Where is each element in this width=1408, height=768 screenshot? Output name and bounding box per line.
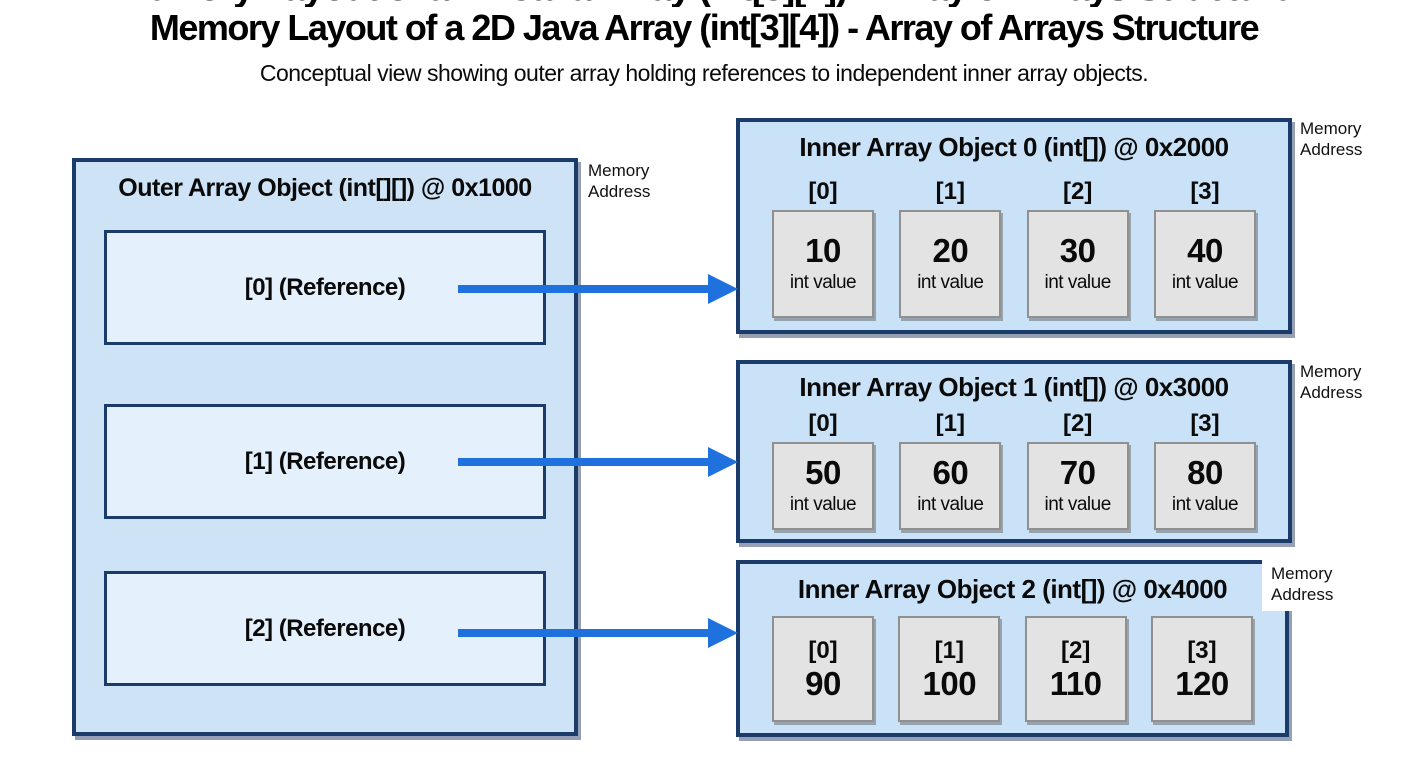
int-cell: [0] 90 [772, 616, 874, 722]
cell-row: 10 int value 20 int value 30 int value 4… [772, 210, 1256, 318]
index-label: [1] [935, 178, 965, 205]
cell-value: 60 [932, 454, 969, 492]
arrow-line [458, 629, 710, 637]
cell-caption: int value [1044, 271, 1112, 293]
cell-value: 40 [1187, 232, 1223, 270]
reference-slot-1: [1] (Reference) [104, 404, 546, 519]
cell-index-label: [1] [934, 636, 964, 664]
arrow-head-icon [708, 618, 738, 648]
cell-value: 110 [1049, 664, 1102, 702]
inner-array-title-2: Inner Array Object 2 (int[]) @ 0x4000 [797, 574, 1228, 604]
memory-address-label-inner-1: Memory Address [1300, 362, 1363, 403]
cell-row: 50 int value 60 int value 70 int value 8… [772, 442, 1256, 530]
int-cell: 80 int value [1153, 442, 1256, 530]
arrow-line [458, 285, 710, 293]
index-label: [3] [1190, 178, 1220, 205]
int-cell: 40 int value [1153, 210, 1256, 318]
cell-value: 50 [805, 454, 841, 492]
index-label: [2] [1062, 178, 1093, 205]
cell-caption: int value [789, 493, 857, 515]
memory-address-label-inner-2: Memory Address [1262, 560, 1366, 612]
inner-array-box-0: Inner Array Object 0 (int[]) @ 0x2000 [0… [736, 118, 1292, 334]
cell-row: [0] 90 [1] 100 [2] 110 [3] 120 [772, 616, 1253, 722]
arrow-head-icon [708, 447, 738, 477]
index-label: [0] [808, 178, 838, 205]
index-label: [3] [1190, 410, 1220, 437]
arrow-line [458, 458, 710, 466]
index-label: [2] [1062, 410, 1093, 437]
index-label: [0] [808, 410, 838, 437]
inner-array-title-0: Inner Array Object 0 (int[]) @ 0x2000 [799, 132, 1229, 162]
cell-value: 20 [932, 232, 969, 270]
page-subtitle: Conceptual view showing outer array hold… [259, 60, 1149, 86]
index-label: [1] [935, 410, 965, 437]
cell-value: 30 [1059, 232, 1096, 270]
memory-address-label-inner-0: Memory Address [1300, 119, 1363, 160]
inner-array-box-2: Inner Array Object 2 (int[]) @ 0x4000 [0… [736, 560, 1289, 737]
int-cell: 70 int value [1026, 442, 1129, 530]
int-cell: [3] 120 [1150, 616, 1253, 722]
cell-value: 90 [805, 664, 841, 702]
cell-index-label: [0] [808, 636, 838, 664]
memory-address-label-outer: Memory Address [588, 161, 651, 202]
int-cell: 60 int value [899, 442, 1002, 530]
reference-arrow-1 [458, 447, 738, 477]
cell-caption: int value [917, 271, 984, 293]
page-title: Memory Layout of a 2D Java Array (int[3]… [149, 7, 1260, 48]
reference-arrow-0 [458, 274, 738, 304]
arrow-head-icon [708, 274, 738, 304]
cell-caption: int value [789, 271, 857, 293]
cell-caption: int value [1044, 493, 1112, 515]
cell-value: 100 [922, 664, 977, 702]
int-cell: [1] 100 [898, 616, 1001, 722]
cell-caption: int value [917, 493, 984, 515]
cell-value: 80 [1187, 454, 1223, 492]
cell-value: 10 [805, 232, 841, 270]
index-row: [0] [1] [2] [3] [772, 178, 1256, 206]
cell-value: 70 [1059, 454, 1096, 492]
cell-index-label: [3] [1187, 636, 1217, 664]
outer-array-box: Outer Array Object (int[][]) @ 0x1000 [0… [72, 158, 578, 736]
reference-slot-2: [2] (Reference) [104, 571, 546, 686]
reference-arrow-2 [458, 618, 738, 648]
cell-caption: int value [1171, 271, 1239, 293]
index-row: [0] [1] [2] [3] [772, 410, 1256, 438]
int-cell: [2] 110 [1024, 616, 1127, 722]
cropped-text-artifact: Memory Layout of a 2D Java Array (int[3]… [0, 0, 1408, 7]
cell-index-label: [2] [1060, 636, 1091, 664]
int-cell: 50 int value [772, 442, 874, 530]
inner-array-box-1: Inner Array Object 1 (int[]) @ 0x3000 [0… [736, 360, 1292, 543]
int-cell: 20 int value [899, 210, 1002, 318]
cell-value: 120 [1175, 664, 1229, 702]
int-cell: 30 int value [1026, 210, 1129, 318]
cell-caption: int value [1171, 493, 1239, 515]
int-cell: 10 int value [772, 210, 874, 318]
outer-array-title: Outer Array Object (int[][]) @ 0x1000 [118, 174, 532, 202]
cropped-text-ghost: Memory Layout of a 2D Java Array (int[3]… [0, 0, 1408, 7]
inner-array-title-1: Inner Array Object 1 (int[]) @ 0x3000 [799, 372, 1229, 402]
